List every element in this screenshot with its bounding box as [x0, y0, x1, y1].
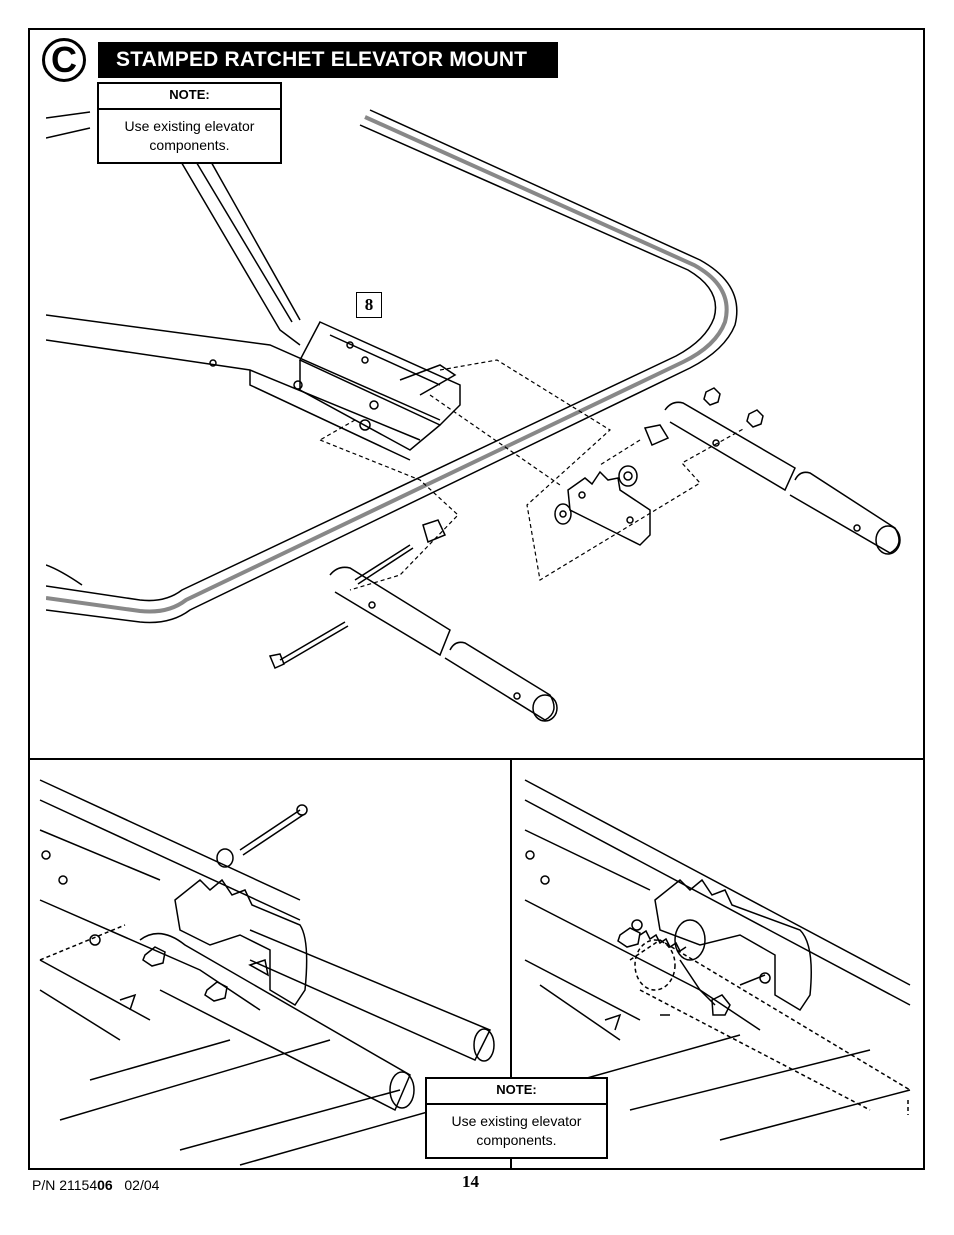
hex-nut — [703, 387, 721, 406]
bottom-left-detail — [39, 779, 495, 1166]
bolt — [354, 544, 414, 585]
revision-date: 02/04 — [124, 1177, 160, 1193]
seat-rail — [46, 314, 441, 421]
lift-tube-left — [329, 566, 451, 657]
page-number: 14 — [462, 1172, 479, 1191]
lift-tube-detail — [139, 932, 411, 1112]
spacer — [643, 424, 670, 446]
page-frame — [28, 28, 925, 1170]
top-illustration — [46, 109, 901, 722]
section-title: STAMPED RATCHET ELEVATOR MOUNT — [98, 42, 558, 78]
horizontal-divider — [28, 758, 925, 760]
part-callout-label: 8 — [356, 292, 382, 318]
spring — [639, 929, 687, 953]
note-text: Use existing elevator components. — [124, 118, 255, 153]
vertical-divider — [510, 759, 512, 1170]
spacer — [422, 519, 447, 544]
note-header: NOTE: — [427, 1079, 606, 1105]
part-number-prefix: P/N 21154 — [32, 1177, 98, 1193]
washer — [554, 503, 572, 525]
note-box-bottom: NOTE: Use existing elevator components. — [425, 1077, 608, 1159]
note-box-top: NOTE: Use existing elevator components. — [97, 82, 282, 164]
ratchet-plate-detail — [654, 878, 812, 1012]
note-text: Use existing elevator components. — [451, 1113, 582, 1148]
frame-tube-inner — [46, 124, 717, 602]
ratchet-plate-detail — [174, 878, 308, 1007]
frame-tube-outer — [46, 109, 738, 624]
bolt — [279, 621, 349, 665]
hex-nut — [746, 409, 764, 428]
washer — [618, 465, 638, 487]
bottom-right-detail — [524, 779, 911, 1141]
section-letter-badge: C — [42, 38, 86, 82]
frame-tube-edge — [46, 111, 91, 119]
mount-bracket — [298, 321, 461, 426]
bolt — [239, 809, 304, 856]
part-number-revision: 06 — [97, 1177, 113, 1193]
ratchet-plate — [567, 470, 651, 546]
part-number: P/N 2115406 02/04 — [32, 1177, 159, 1193]
note-header: NOTE: — [99, 84, 280, 110]
lift-tube-right — [664, 401, 796, 492]
elevator-arm — [179, 159, 301, 346]
